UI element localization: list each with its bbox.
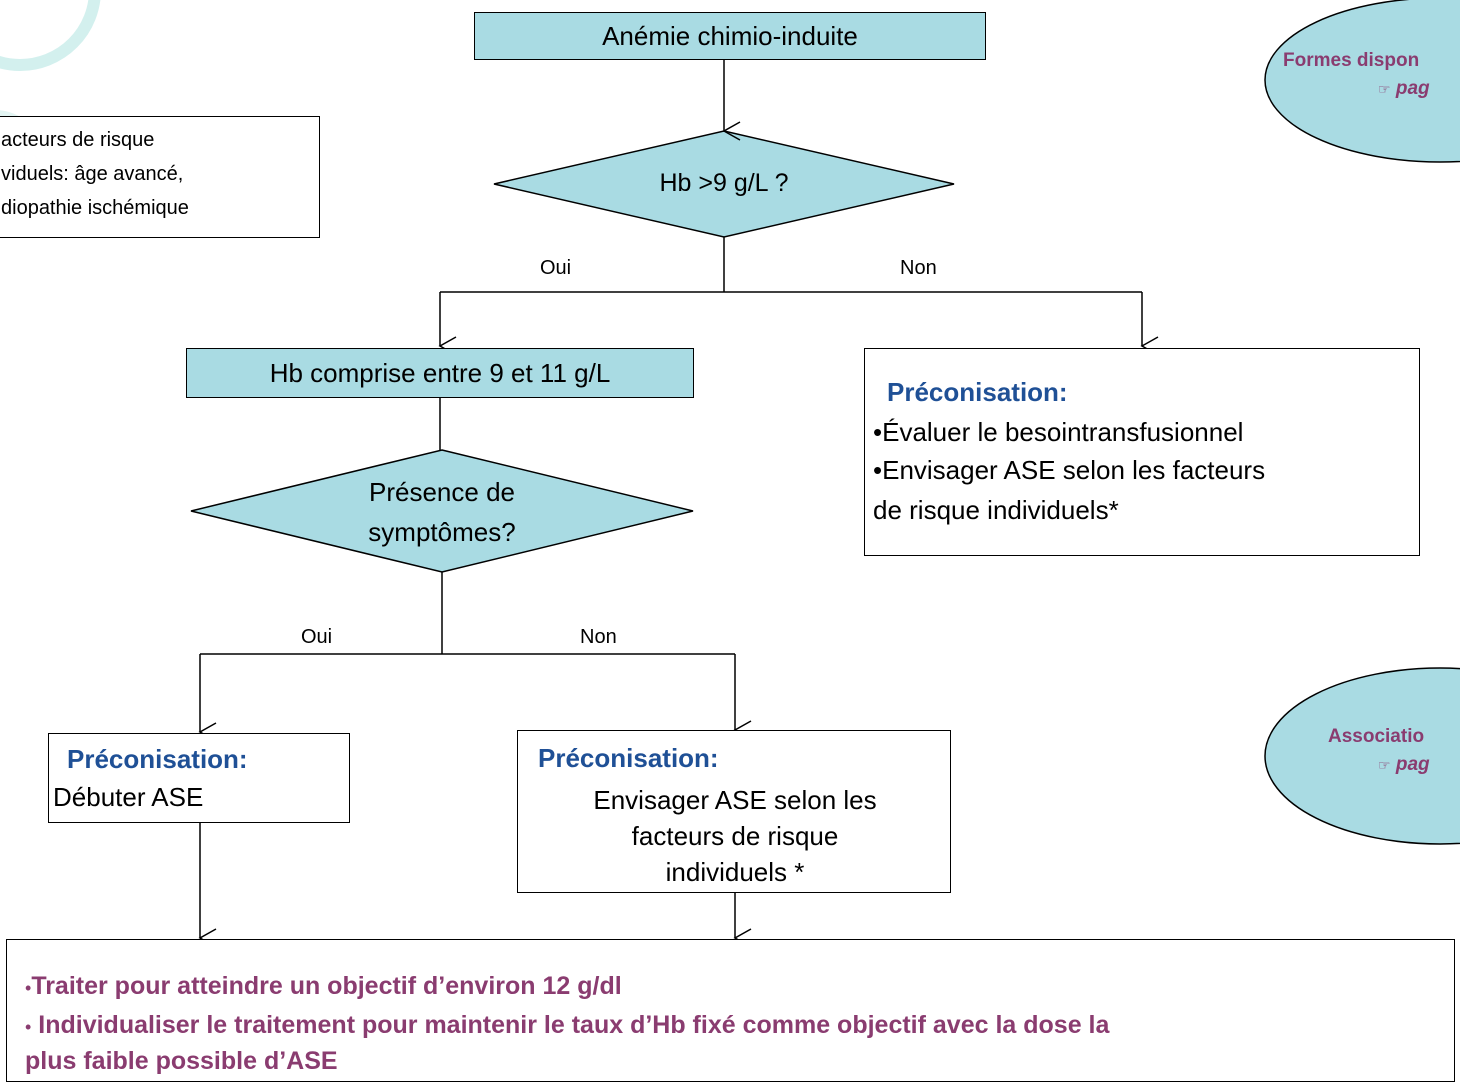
recommendation-non-line3: de risque individuels* <box>873 495 1119 525</box>
decision-symptomes-shape <box>190 449 694 573</box>
recommendation-oui-box: Préconisation: Débuter ASE <box>48 733 350 823</box>
start-label: Anémie chimio-induite <box>602 20 858 51</box>
branch-oui-1: Oui <box>540 257 572 279</box>
hand-point-icon: ☞ <box>1378 81 1391 97</box>
hb-range-node: Hb comprise entre 9 et 11 g/L <box>186 348 694 398</box>
recommendation-symptomes-non-line1: Envisager ASE selon les <box>593 785 877 815</box>
branch-oui-2: Oui <box>301 626 333 648</box>
treatment-objectives-box: •Traiter pour atteindre un objectif d’en… <box>6 939 1455 1082</box>
recommendation-oui-line1: Débuter ASE <box>53 782 204 812</box>
objective-line2: • Individualiser le traitement pour main… <box>25 1011 1110 1039</box>
objective-line2-text: Individualiser le traitement pour mainte… <box>31 1011 1110 1039</box>
decorative-rings <box>0 0 101 160</box>
recommendation-symptomes-non-title: Préconisation: <box>538 743 719 773</box>
recommendation-oui-title: Préconisation: <box>67 744 248 774</box>
branch-non-1: Non <box>900 257 937 279</box>
bubble-formes-title: Formes dispon <box>1283 50 1420 71</box>
recommendation-symptomes-non-line2: facteurs de risque <box>631 821 839 851</box>
bubble-associations-title: Associatio <box>1328 726 1425 747</box>
branch-non-2: Non <box>580 626 617 648</box>
recommendation-non-line1: •Évaluer le besointransfusionnel <box>873 417 1244 447</box>
recommendation-non-box: Préconisation: •Évaluer le besointransfu… <box>864 348 1420 556</box>
hb-range-label: Hb comprise entre 9 et 11 g/L <box>269 357 611 388</box>
decision-symptomes-line2: symptômes? <box>368 517 516 547</box>
bubble-associations-sub: ☞ pag <box>1378 754 1430 776</box>
objective-line1: •Traiter pour atteindre un objectif d’en… <box>25 972 622 1000</box>
objective-line3: plus faible possible d’ASE <box>25 1047 338 1075</box>
bubble-associations <box>1264 667 1460 845</box>
recommendation-non-line2: •Envisager ASE selon les facteurs <box>873 455 1266 485</box>
recommendation-non-title: Préconisation: <box>887 377 1068 407</box>
decision-hb-9-label: Hb >9 g/L ? <box>659 169 789 197</box>
risk-note-line2: viduels: âge avancé, <box>1 163 184 185</box>
start-node: Anémie chimio-induite <box>474 12 986 60</box>
recommendation-symptomes-non-box: Préconisation: Envisager ASE selon les f… <box>517 730 951 893</box>
decision-symptomes-line1: Présence de <box>369 477 515 507</box>
hand-point-icon: ☞ <box>1378 757 1391 773</box>
objective-line1-text: Traiter pour atteindre un objectif d’env… <box>31 972 622 1000</box>
risk-note-line3: diopathie ischémique <box>1 197 189 219</box>
bubble-formes-disponibles <box>1264 0 1460 163</box>
recommendation-symptomes-non-line3: individuels * <box>665 857 805 887</box>
bubble-associations-sub-text: pag <box>1395 754 1430 775</box>
risk-factors-note: acteurs de risque viduels: âge avancé, d… <box>0 116 320 238</box>
risk-note-line1: acteurs de risque <box>1 129 155 151</box>
bubble-formes-sub-text: pag <box>1395 78 1430 99</box>
bubble-formes-sub: ☞ pag <box>1378 78 1430 100</box>
